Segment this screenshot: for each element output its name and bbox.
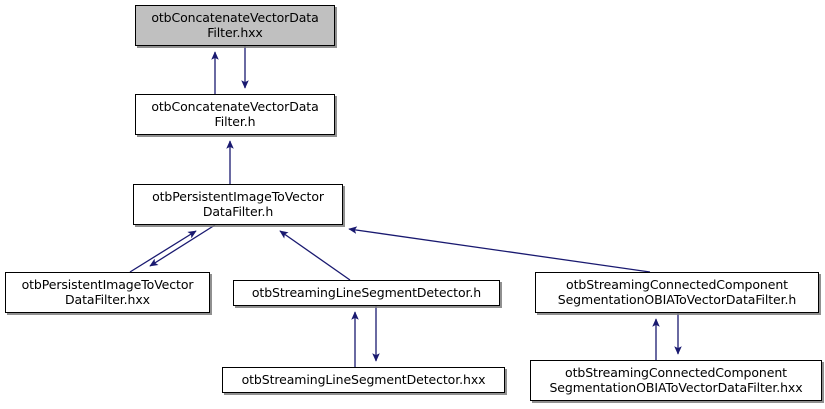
node-label: otbStreamingConnectedComponent Segmentat… [557, 277, 797, 307]
node-slsd-hxx[interactable]: otbStreamingLineSegmentDetector.hxx [222, 367, 505, 393]
edge-persistent-hxx-to-persistent-h [129, 230, 197, 273]
node-concat-hxx[interactable]: otbConcatenateVectorData Filter.hxx [135, 5, 335, 46]
edge-persistent-h-to-persistent-hxx [149, 224, 216, 267]
node-persistent-h[interactable]: otbPersistentImageToVector DataFilter.h [133, 184, 343, 225]
node-label: otbConcatenateVectorData Filter.h [151, 99, 319, 129]
edge-slsd-h-to-persistent-h [279, 230, 351, 281]
node-label: otbStreamingLineSegmentDetector.hxx [241, 371, 486, 387]
node-label: otbStreamingConnectedComponent Segmentat… [549, 365, 803, 395]
node-sccsobia-hxx[interactable]: otbStreamingConnectedComponent Segmentat… [530, 360, 822, 401]
node-label: otbPersistentImageToVector DataFilter.h [152, 189, 324, 219]
node-concat-h[interactable]: otbConcatenateVectorData Filter.h [135, 94, 335, 135]
node-label: otbStreamingLineSegmentDetector.h [251, 284, 482, 300]
node-label: otbPersistentImageToVector DataFilter.hx… [21, 277, 194, 307]
node-slsd-h[interactable]: otbStreamingLineSegmentDetector.h [233, 280, 500, 306]
node-persistent-hxx[interactable]: otbPersistentImageToVector DataFilter.hx… [5, 272, 210, 313]
edges-group [129, 46, 682, 367]
node-sccsobia-h[interactable]: otbStreamingConnectedComponent Segmentat… [535, 272, 819, 313]
node-label: otbConcatenateVectorData Filter.hxx [151, 10, 319, 40]
edge-sccsobia-h-to-persistent-h [348, 226, 651, 273]
